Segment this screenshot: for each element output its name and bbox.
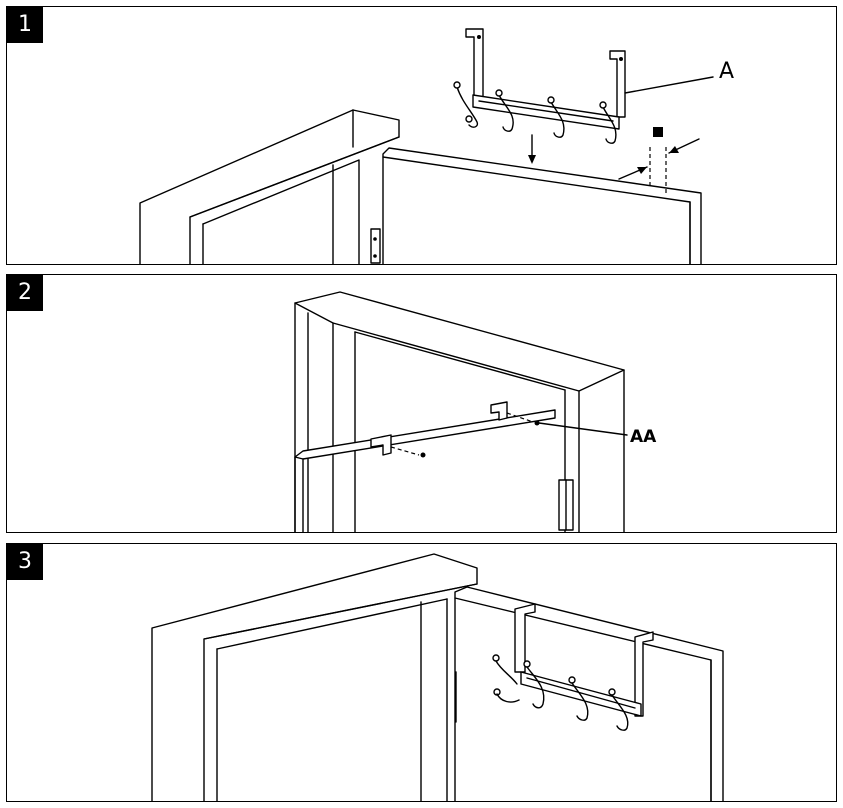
step-3-panel: 3 — [6, 543, 837, 802]
step-1-illustration — [139, 28, 714, 264]
door-frame — [294, 291, 625, 532]
door — [454, 586, 724, 801]
step-2-illustration — [294, 291, 628, 532]
hook-rack-a — [453, 28, 626, 144]
callout-aa-leader — [538, 422, 628, 436]
callout-a-label: A — [719, 59, 735, 84]
callout-aa-label: AA — [630, 427, 657, 447]
door — [382, 147, 702, 264]
step-1-panel: 1 — [6, 6, 837, 265]
step-number: 2 — [7, 275, 43, 311]
door-hinge — [370, 228, 381, 264]
mounting-bracket — [370, 401, 508, 456]
down-arrow — [528, 134, 536, 164]
callout-a-leader — [624, 76, 714, 94]
hook-rack-installed — [492, 603, 654, 731]
door-thickness-indicator — [618, 127, 700, 193]
step-2-panel: 2 — [6, 274, 837, 533]
screws-aa — [390, 412, 540, 458]
door-hinge — [558, 479, 574, 531]
door — [294, 409, 556, 532]
step-number: 1 — [7, 7, 43, 43]
door-frame — [139, 109, 400, 264]
step-number: 3 — [7, 544, 43, 580]
step-3-illustration — [151, 553, 724, 801]
door-frame — [151, 553, 478, 801]
